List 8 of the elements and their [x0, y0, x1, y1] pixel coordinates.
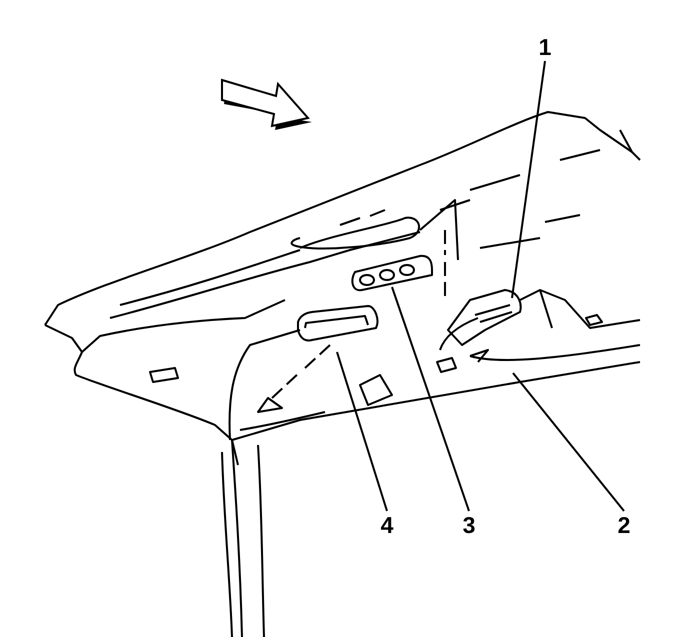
callout-number: 3 — [458, 512, 480, 538]
leader-line — [336, 352, 388, 512]
callout-number: 4 — [376, 512, 398, 538]
callout-number: 2 — [613, 512, 635, 538]
leader-line — [511, 60, 546, 298]
leader-line — [391, 286, 470, 512]
callout-number: 1 — [534, 34, 556, 60]
leader-line — [512, 372, 625, 512]
